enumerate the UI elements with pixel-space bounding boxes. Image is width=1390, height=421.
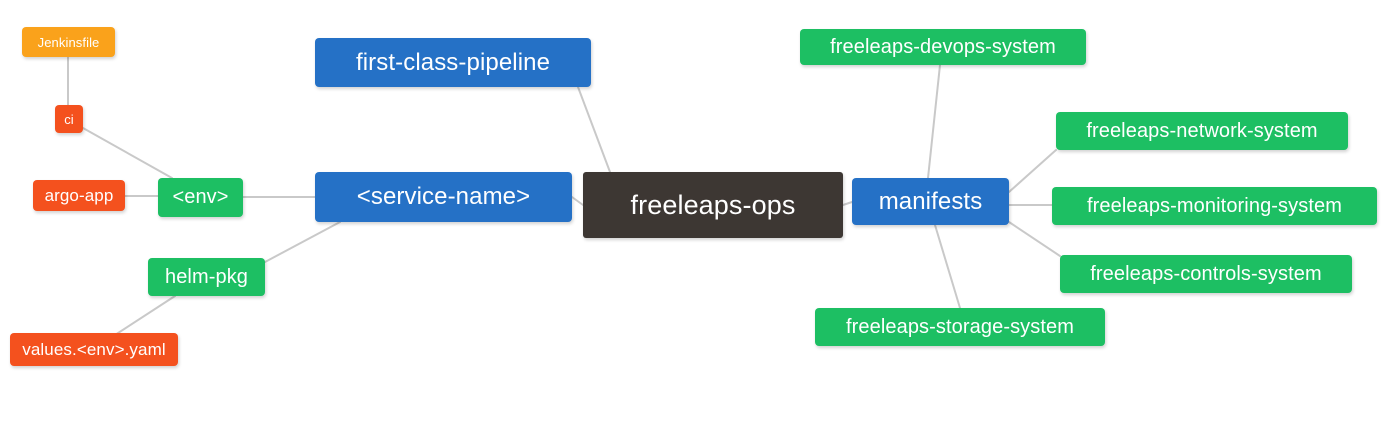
mindmap-node-freeleaps-monitoring-system[interactable]: freeleaps-monitoring-system (1052, 187, 1377, 225)
edge-service-name-to-helm-pkg (264, 221, 341, 263)
node-label: first-class-pipeline (355, 48, 551, 76)
mindmap-node-freeleaps-ops[interactable]: freeleaps-ops (583, 172, 843, 238)
mindmap-node-freeleaps-network-system[interactable]: freeleaps-network-system (1056, 112, 1348, 150)
edge-manifests-to-freeleaps-network-system (1008, 149, 1057, 193)
node-label: Jenkinsfile (37, 34, 100, 50)
node-label: freeleaps-ops (630, 189, 796, 220)
edge-freeleaps-ops-to-manifests (842, 201, 853, 206)
node-label: freeleaps-monitoring-system (1086, 194, 1342, 217)
mindmap-node-first-class-pipeline[interactable]: first-class-pipeline (315, 38, 591, 87)
mindmap-node-argo-app[interactable]: argo-app (33, 180, 125, 211)
node-label: values.<env>.yaml (22, 339, 166, 359)
edge-manifests-to-freeleaps-controls-system (1008, 221, 1061, 257)
node-label: freeleaps-storage-system (845, 315, 1075, 338)
mindmap-node-service-name[interactable]: <service-name> (315, 172, 572, 222)
node-label: ci (64, 111, 74, 127)
edge-helm-pkg-to-values-yaml (114, 295, 176, 336)
edge-freeleaps-ops-to-service-name (571, 196, 584, 206)
mindmap-node-jenkinsfile[interactable]: Jenkinsfile (22, 27, 115, 57)
node-label: <service-name> (356, 183, 531, 210)
node-label: helm-pkg (164, 265, 249, 288)
mindmap-node-freeleaps-devops-system[interactable]: freeleaps-devops-system (800, 29, 1086, 65)
mindmap-node-values-yaml[interactable]: values.<env>.yaml (10, 333, 178, 366)
edge-manifests-to-freeleaps-storage-system (934, 224, 961, 309)
edge-freeleaps-ops-to-first-class-pipeline (577, 86, 611, 173)
node-label: <env> (172, 186, 229, 208)
node-label: freeleaps-devops-system (830, 35, 1056, 58)
mindmap-node-freeleaps-storage-system[interactable]: freeleaps-storage-system (815, 308, 1105, 346)
node-label: freeleaps-network-system (1086, 119, 1318, 142)
node-label: argo-app (44, 185, 114, 205)
mindmap-node-helm-pkg[interactable]: helm-pkg (148, 258, 265, 296)
mindmap-node-freeleaps-controls-system[interactable]: freeleaps-controls-system (1060, 255, 1352, 293)
node-label: freeleaps-controls-system (1090, 262, 1322, 285)
mindmap-node-env[interactable]: <env> (158, 178, 243, 217)
mindmap-node-ci[interactable]: ci (55, 105, 83, 133)
edge-manifests-to-freeleaps-devops-system (927, 64, 941, 179)
mindmap-node-manifests[interactable]: manifests (852, 178, 1009, 225)
edge-env-to-ci (82, 127, 173, 179)
node-label: manifests (878, 187, 983, 215)
